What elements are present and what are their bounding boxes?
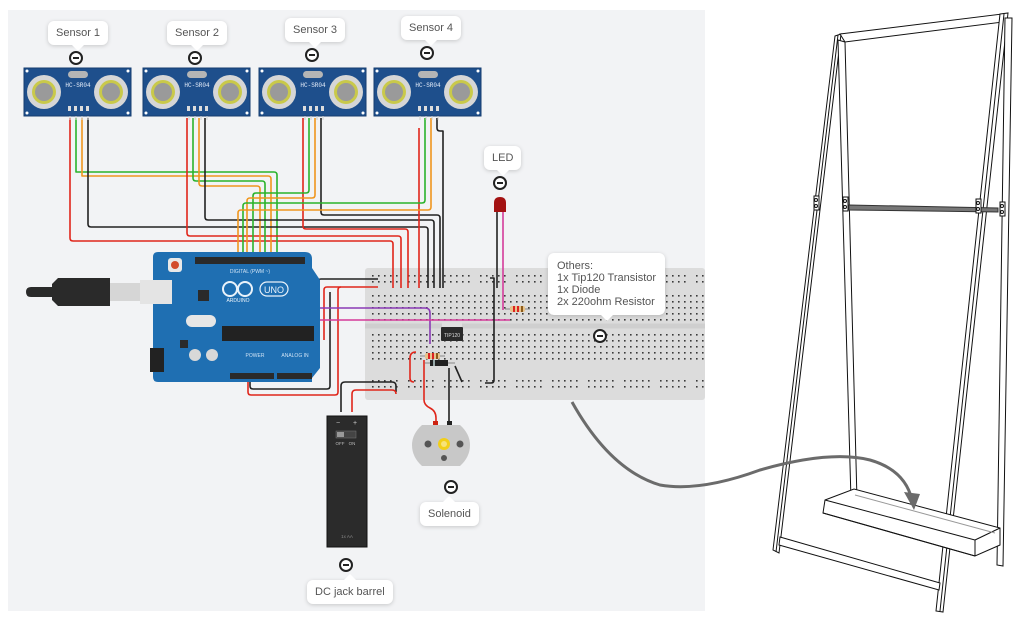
- wire-battery-pos: [351, 389, 397, 412]
- wire-transistor-emitter: [454, 365, 463, 383]
- sensor3-label-text: Sensor 3: [293, 24, 338, 36]
- battery-switch-off: OFF: [336, 441, 345, 446]
- sensor2-collapse-icon[interactable]: [188, 51, 202, 65]
- placement-arrow: [570, 401, 920, 510]
- ultrasonic-sensor-4[interactable]: HC-SR04: [373, 67, 482, 120]
- sensor2-label-text: Sensor 2: [175, 27, 220, 39]
- dc-jack-label: DC jack barrel: [307, 574, 393, 604]
- dc-jack-collapse-icon[interactable]: [339, 558, 353, 572]
- wire-sensor2-gnd: [204, 118, 435, 288]
- notes-item: 2x 220ohm Resistor: [557, 296, 655, 308]
- wire-sensor4-echo: [237, 118, 432, 256]
- battery-switch: [335, 430, 357, 439]
- wire-sensor1-echo: [81, 118, 272, 256]
- sensor1-label: Sensor 1: [48, 21, 109, 51]
- digital-header: [195, 257, 305, 264]
- analog-header-label: ANALOG IN: [281, 353, 309, 359]
- diode[interactable]: [425, 360, 455, 366]
- dc-power-jack: [150, 348, 164, 372]
- notes-collapse-icon[interactable]: [593, 329, 607, 343]
- wire-arduino-5v-rail: [323, 286, 378, 340]
- battery-plus-label: +: [353, 420, 357, 427]
- arduino-uno[interactable]: DIGITAL (PWM ~) ARDUINO UNO POWER ANALOG…: [140, 252, 320, 382]
- atmega-chip: [222, 326, 314, 341]
- wire-arduino-vin: [247, 286, 342, 396]
- solenoid-label: Solenoid: [420, 496, 479, 526]
- wire-battery-neg: [340, 381, 397, 412]
- wire-sensor1-trig: [75, 118, 278, 256]
- wire-solenoid-pos: [423, 360, 437, 425]
- svg-text:HC-SR04: HC-SR04: [300, 82, 326, 89]
- wire-diode-loop: [409, 351, 417, 383]
- dc-jack-label-text: DC jack barrel: [315, 586, 385, 598]
- arduino-model: UNO: [264, 285, 284, 295]
- solenoid-collapse-icon[interactable]: [444, 480, 458, 494]
- notes-title: Others:: [557, 260, 594, 272]
- sensor1-label-text: Sensor 1: [56, 27, 101, 39]
- solenoid[interactable]: [412, 421, 470, 466]
- svg-text:HC-SR04: HC-SR04: [184, 82, 210, 89]
- led[interactable]: [494, 197, 506, 212]
- battery-pack[interactable]: − + OFF ON 1x AA: [326, 415, 368, 548]
- analog-header: [277, 373, 312, 379]
- battery-label: 1x AA: [341, 534, 353, 539]
- wire-sensor3-vcc: [302, 118, 409, 288]
- sensor3-label: Sensor 3: [285, 18, 346, 48]
- ultrasonic-sensor-2[interactable]: HC-SR04: [142, 67, 251, 120]
- resistor-base[interactable]: [420, 353, 445, 359]
- digital-header-label: DIGITAL (PWM ~): [230, 269, 270, 275]
- ultrasonic-sensor-3[interactable]: HC-SR04: [258, 67, 367, 120]
- notes-item: 1x Tip120 Transistor: [557, 272, 657, 284]
- transistor-label: TIP120: [444, 333, 460, 339]
- battery-minus-label: −: [336, 420, 340, 427]
- resistor-led[interactable]: [505, 306, 530, 312]
- battery-switch-on: ON: [349, 441, 356, 446]
- wire-rail-gnd-jumper: [485, 277, 495, 384]
- wire-sensor2-trig: [192, 118, 266, 256]
- components-note: Others: 1x Tip120 Transistor 1x Diode 2x…: [548, 253, 666, 321]
- sensor4-label-text: Sensor 4: [409, 22, 454, 34]
- sensor4-collapse-icon[interactable]: [420, 46, 434, 60]
- wire-sensor3-gnd: [320, 118, 441, 288]
- sensor2-label: Sensor 2: [167, 21, 228, 51]
- led-label: LED: [484, 146, 522, 176]
- arrow-head: [904, 492, 920, 510]
- svg-text:HC-SR04: HC-SR04: [65, 82, 91, 89]
- reset-button-cap: [171, 261, 179, 269]
- wire-sensor1-vcc: [69, 118, 394, 288]
- wire-sensor1-gnd: [87, 118, 429, 288]
- sensor3-collapse-icon[interactable]: [305, 48, 319, 62]
- tip120-transistor[interactable]: TIP120: [441, 322, 463, 341]
- stand-illustration: [772, 12, 1013, 613]
- arduino-brand: ARDUINO: [226, 298, 249, 304]
- led-collapse-icon[interactable]: [493, 176, 507, 190]
- wire-sensor2-vcc: [186, 118, 402, 288]
- power-header-label: POWER: [246, 353, 265, 359]
- wire-sensor3-echo: [246, 118, 316, 256]
- sensor4-label: Sensor 4: [401, 16, 462, 46]
- breadboard-holes: [372, 275, 704, 388]
- wire-arduino-gnd2: [249, 292, 331, 390]
- power-header: [230, 373, 274, 379]
- svg-text:HC-SR04: HC-SR04: [415, 82, 441, 89]
- wire-sensor2-echo: [198, 118, 261, 256]
- ultrasonic-sensor-1[interactable]: HC-SR04: [23, 67, 132, 120]
- led-label-text: LED: [492, 152, 514, 164]
- wire-sensor4-gnd: [436, 118, 444, 288]
- usb-port: [140, 280, 172, 304]
- solenoid-label-text: Solenoid: [428, 508, 471, 520]
- wire-sensor4-trig: [242, 118, 426, 256]
- wire-sensor3-trig: [252, 118, 310, 256]
- notes-item: 1x Diode: [557, 284, 601, 296]
- sensor1-collapse-icon[interactable]: [69, 51, 83, 65]
- usb-cable[interactable]: [26, 278, 140, 306]
